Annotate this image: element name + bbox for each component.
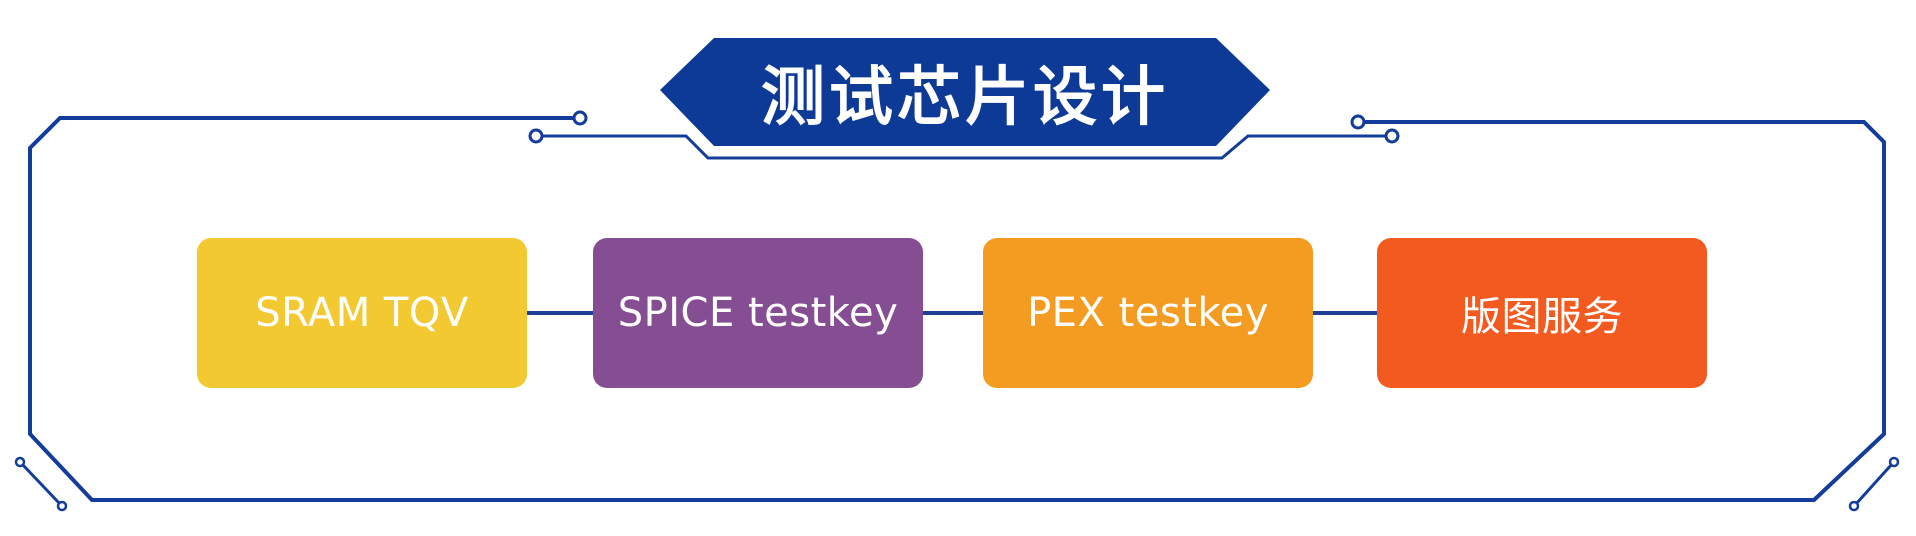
step-pex-testkey: PEX testkey: [983, 238, 1313, 388]
step-layout-service: 版图服务: [1377, 238, 1707, 388]
step-label: SRAM TQV: [255, 290, 469, 336]
step-label: PEX testkey: [1027, 290, 1269, 336]
trace-terminal-right: [1384, 128, 1400, 144]
step-sram-tqv: SRAM TQV: [197, 238, 527, 388]
corner-terminal-left-bottom: [56, 500, 68, 512]
banner-trace: [540, 134, 1386, 160]
diagram-title: 测试芯片设计: [761, 61, 1169, 135]
frame-terminal-right: [1350, 114, 1366, 130]
corner-terminal-left-top: [14, 456, 26, 468]
step-label: SPICE testkey: [617, 290, 899, 336]
trace-terminal-left: [528, 128, 544, 144]
corner-trace-right: [1854, 462, 1894, 506]
title-banner: [660, 38, 1270, 146]
step-spice-testkey: SPICE testkey: [593, 238, 923, 388]
corner-terminal-right-top: [1888, 456, 1900, 468]
frame-terminal-left: [572, 110, 588, 126]
step-label: 版图服务: [1461, 294, 1623, 340]
corner-trace-left: [20, 462, 62, 506]
frame-outline: [28, 116, 1886, 502]
corner-terminal-right-bottom: [1848, 500, 1860, 512]
